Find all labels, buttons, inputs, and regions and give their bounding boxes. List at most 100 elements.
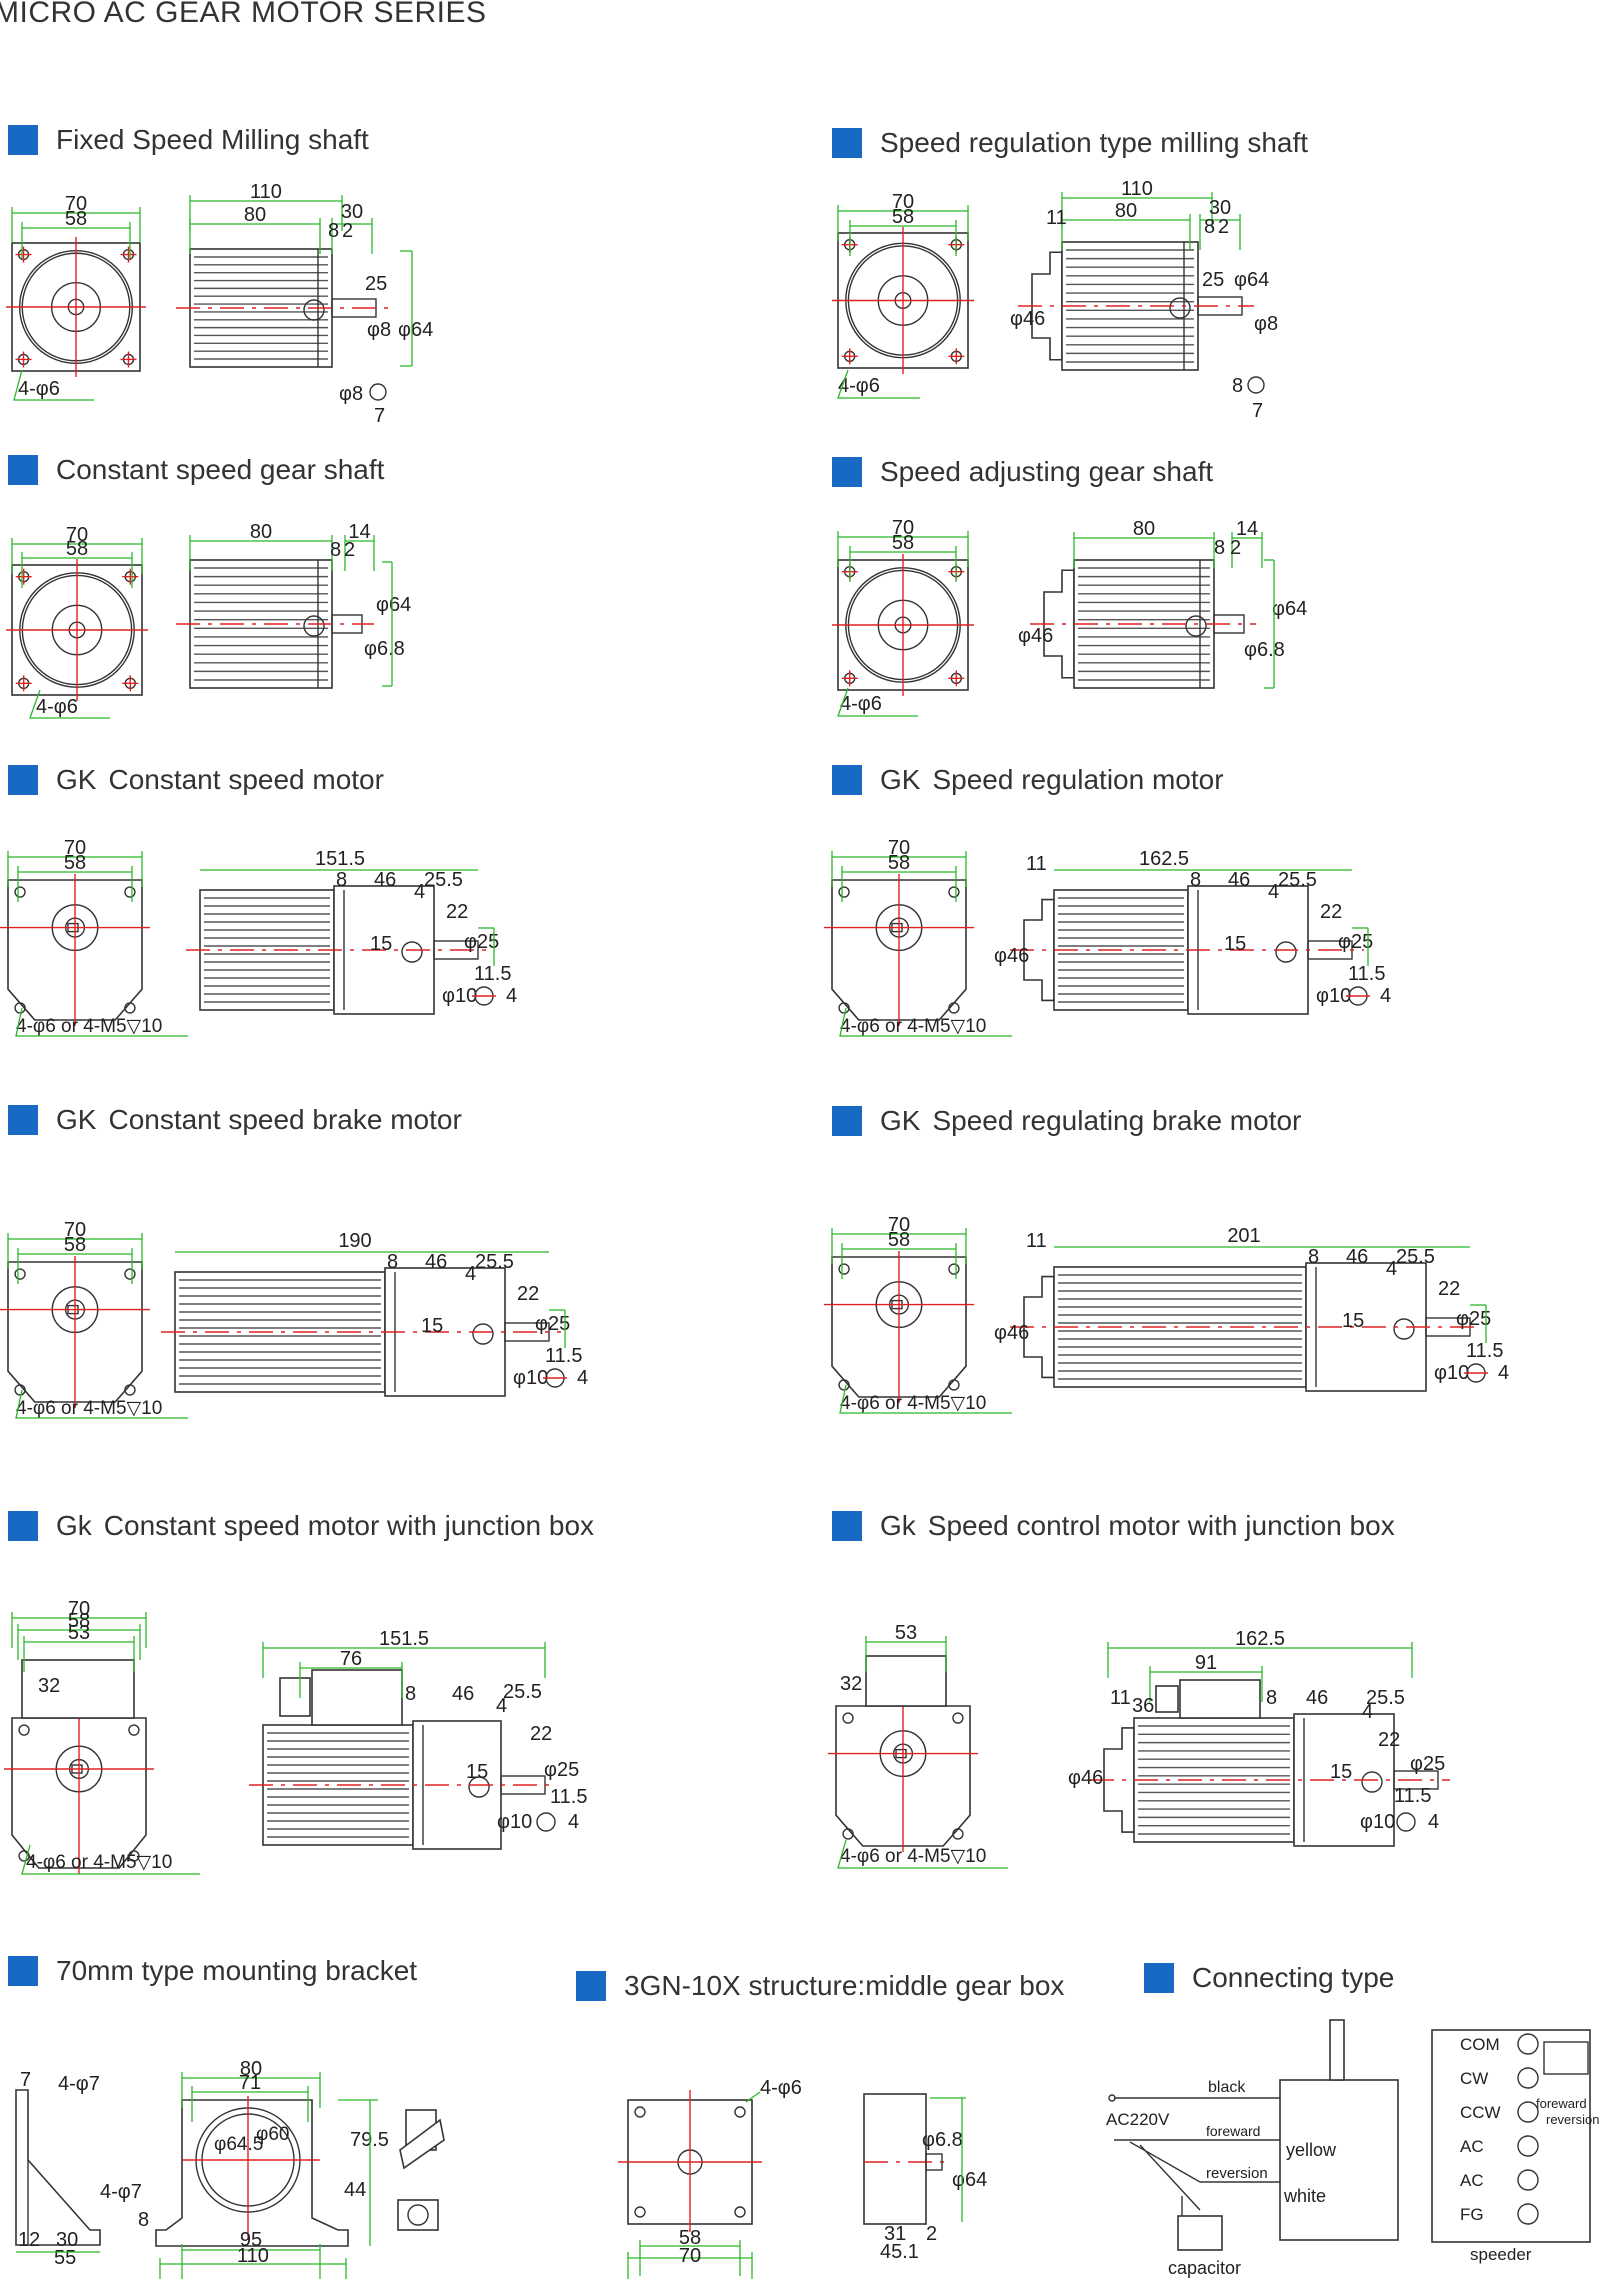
dimension-label: 46 xyxy=(452,1683,474,1705)
section-header: Connecting type xyxy=(1144,1960,1394,1996)
dimension-label: 15 xyxy=(1342,1310,1364,1332)
section-marker xyxy=(1144,1963,1174,1993)
mounting-hole-note: 4-φ6 or 4-M5▽10 xyxy=(26,1852,172,1873)
dimension-label: 91 xyxy=(1195,1652,1217,1674)
drawing-line xyxy=(1129,2141,1201,2183)
series-prefix: GK xyxy=(56,764,97,795)
dimension-label: 8 xyxy=(330,539,341,561)
dimension-label: 11.5 xyxy=(1466,1340,1503,1362)
dimension-label: 11 xyxy=(1026,1230,1047,1252)
drawing-line xyxy=(15,1389,188,1419)
dimension-label: φ64 xyxy=(1234,269,1269,291)
wire-label: white xyxy=(1283,2186,1326,2206)
dimension-label: φ64 xyxy=(952,2169,987,2191)
mounting-hole-note: 4-φ6 or 4-M5▽10 xyxy=(840,1016,986,1037)
dimension-label: 58 xyxy=(68,1610,90,1632)
section-marker xyxy=(8,1105,38,1135)
shaft-bearing xyxy=(303,299,325,321)
shaft-bearing xyxy=(472,1323,494,1345)
dimension-label: φ10 xyxy=(1316,985,1351,1007)
dimension-label: 25.5 xyxy=(1396,1246,1435,1268)
dimension-label: 4 xyxy=(414,881,425,903)
motor-outline xyxy=(1279,2079,1399,2241)
dimension-label: 7 xyxy=(374,405,385,427)
series-prefix: GK xyxy=(56,1104,97,1135)
mounting-hole xyxy=(18,1724,30,1736)
section-marker xyxy=(832,128,862,158)
dimension-label: 46 xyxy=(1228,869,1250,891)
dimension-label: 8 xyxy=(138,2209,149,2231)
mounting-hole xyxy=(838,1379,850,1391)
motor-body xyxy=(1053,1266,1307,1388)
terminal-label: FG xyxy=(1460,2205,1484,2224)
dimension-label: 8 xyxy=(1232,375,1243,397)
dimension-label: 25.5 xyxy=(1278,869,1317,891)
power-label: AC220V xyxy=(1106,2110,1170,2129)
cable-gland xyxy=(1155,1685,1179,1713)
dimension-label: 80 xyxy=(250,521,272,543)
dimension-label: 4-φ6 xyxy=(36,696,78,718)
dimension-label: 201 xyxy=(1227,1225,1260,1247)
dimension-label: 110 xyxy=(1121,178,1153,200)
dimension-label: 4 xyxy=(1428,1811,1439,1833)
mounting-hole xyxy=(634,2206,646,2218)
dimension-label: 4 xyxy=(465,1263,476,1285)
switch-label: reversion xyxy=(1546,2112,1599,2127)
bracket-iso-sketch xyxy=(407,2204,429,2226)
shaft-section xyxy=(1247,376,1265,394)
dimension-label: 15 xyxy=(1330,1761,1352,1783)
dimension-label: 76 xyxy=(340,1648,362,1670)
dimension-label: 8 xyxy=(1266,1687,1277,1709)
dimension-label: 80 xyxy=(1115,200,1137,222)
drawing-line xyxy=(839,1007,1012,1037)
section-header: Constant speed gear shaft xyxy=(8,452,384,488)
terminal-circle xyxy=(1517,2033,1539,2055)
terminal-circle xyxy=(1517,2067,1539,2089)
dimension-label: 36 xyxy=(1132,1695,1154,1717)
dimension-label: φ46 xyxy=(1018,625,1053,647)
dimension-label: 4-φ6 xyxy=(838,375,880,397)
dimension-label: 95 xyxy=(240,2229,262,2251)
speed-controller xyxy=(1431,2029,1591,2243)
mounting-hole xyxy=(18,1850,30,1862)
dimension-label: 8 xyxy=(405,1683,416,1705)
section-marker xyxy=(8,455,38,485)
section-title: Speed regulation motor xyxy=(932,764,1224,795)
switch-block xyxy=(1543,2041,1589,2075)
dimension-label: φ6.8 xyxy=(1244,639,1285,661)
mounting-hole-note: 4-φ6 or 4-M5▽10 xyxy=(16,1016,162,1037)
dimension-label: 22 xyxy=(446,901,468,923)
dimension-label: 70 xyxy=(68,1598,90,1620)
wire-label: reversion xyxy=(1206,2165,1268,2182)
mounting-hole xyxy=(14,886,26,898)
section-title: Speed adjusting gear shaft xyxy=(880,456,1214,487)
mounting-hole-note: 4-φ6 or 4-M5▽10 xyxy=(840,1846,986,1867)
dimension-label: 15 xyxy=(421,1315,443,1337)
section-header: Speed adjusting gear shaft xyxy=(832,454,1213,490)
drawing-line xyxy=(837,1839,1008,1869)
terminal-label: AC xyxy=(1460,2171,1484,2190)
junction-box xyxy=(311,1669,403,1726)
dimension-label: 70 xyxy=(888,837,910,859)
section-header: Fixed Speed Milling shaft xyxy=(8,122,369,158)
wire-label: yellow xyxy=(1286,2140,1337,2160)
section-header: 70mm type mounting bracket xyxy=(8,1953,417,1989)
dimension-label: 46 xyxy=(1306,1687,1328,1709)
dimension-label: 11.5 xyxy=(545,1345,582,1367)
section-marker xyxy=(832,457,862,487)
dimension-label: 58 xyxy=(65,208,87,230)
dimension-label: 12 xyxy=(18,2229,40,2251)
dimension-label: 8 xyxy=(328,220,339,242)
terminal-label: CCW xyxy=(1460,2103,1501,2122)
dimension-label: 151.5 xyxy=(379,1628,429,1650)
dimension-label: 58 xyxy=(892,532,914,554)
controller-label: speeder xyxy=(1470,2245,1532,2264)
section-marker xyxy=(8,1956,38,1986)
dimension-label: 8 xyxy=(387,1251,398,1273)
mounting-hole xyxy=(124,1384,136,1396)
